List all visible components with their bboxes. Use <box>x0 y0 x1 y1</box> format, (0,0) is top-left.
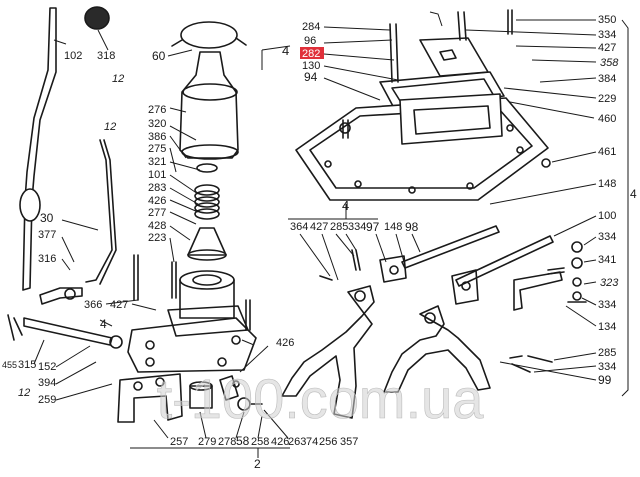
part-label: 130 <box>302 60 320 72</box>
part-label: 357 <box>340 436 358 448</box>
part-label: 334 <box>598 299 616 311</box>
lever-ball <box>19 188 41 222</box>
part-label: 315 <box>18 359 36 371</box>
part-label: 366 <box>84 299 102 311</box>
part-label: 257 <box>170 436 188 448</box>
part-labels: 102 318 12 60 276 320 12 386 275 321 101… <box>2 14 637 471</box>
part-label: 97 <box>366 220 380 234</box>
fork-linkage <box>39 287 83 305</box>
part-label: 263 <box>288 436 306 448</box>
part-label: 2 <box>254 457 261 471</box>
part-label: 259 <box>38 394 56 406</box>
part-label: 12 <box>112 73 124 85</box>
part-label: 358 <box>600 57 619 69</box>
part-label: 394 <box>38 377 56 389</box>
part-label: 223 <box>148 232 166 244</box>
part-label: 279 <box>198 436 216 448</box>
part-label: 426 <box>271 436 289 448</box>
part-label: 12 <box>104 121 116 133</box>
part-label: 350 <box>598 14 616 26</box>
part-label: 285 <box>330 221 348 233</box>
selector-rod-middle <box>455 235 554 287</box>
part-label: 386 <box>148 131 166 143</box>
part-label: 428 <box>148 220 166 232</box>
part-label: 229 <box>598 93 616 105</box>
part-label: 364 <box>290 221 308 233</box>
part-label: 426 <box>148 195 166 207</box>
shaft-lower <box>23 317 113 346</box>
gasket <box>379 71 505 109</box>
part-label: 284 <box>302 21 320 33</box>
part-label: 277 <box>148 207 166 219</box>
part-label: 275 <box>148 143 166 155</box>
link-rod <box>85 139 113 283</box>
selector-rod-upper <box>401 225 500 269</box>
part-label: 426 <box>276 337 294 349</box>
part-label: 4 <box>282 43 289 58</box>
part-label: 461 <box>598 146 616 158</box>
part-label: 134 <box>598 321 616 333</box>
part-label: 4 <box>342 198 349 213</box>
part-label: 377 <box>38 229 56 241</box>
part-label: 100 <box>598 210 616 222</box>
part-label: 334 <box>598 29 616 41</box>
part-label: 30 <box>40 211 54 225</box>
part-label: 152 <box>38 361 56 373</box>
part-label: 318 <box>97 50 115 62</box>
part-label: 12 <box>18 387 30 399</box>
gear-lever <box>22 7 57 291</box>
lever-knob <box>84 6 110 30</box>
coupling-parts <box>189 375 263 411</box>
part-label: 4 <box>100 317 107 331</box>
part-label: 384 <box>598 73 616 85</box>
part-label: 283 <box>148 182 166 194</box>
part-label: 60 <box>152 49 166 63</box>
shift-fork-left <box>281 285 375 419</box>
part-label: 334 <box>598 231 616 243</box>
part-label: 427 <box>598 42 616 54</box>
part-label: 148 <box>598 178 616 190</box>
leader-lines <box>33 11 629 458</box>
shift-fork-right <box>383 305 491 393</box>
right-assembly <box>281 9 587 419</box>
spring-stack <box>194 163 220 220</box>
part-label: 101 <box>148 169 166 181</box>
part-label: 334 <box>598 361 616 373</box>
left-assembly <box>7 6 263 423</box>
part-label: 148 <box>384 221 402 233</box>
part-label: 320 <box>148 118 166 130</box>
part-label: 256 <box>319 436 337 448</box>
part-label: 276 <box>148 104 166 116</box>
part-label: 74 <box>306 436 318 448</box>
watermark-text: t-100.com.ua <box>157 367 485 430</box>
part-label: 427 <box>110 299 128 311</box>
clamp-ring <box>180 21 238 49</box>
highlight-box <box>300 47 324 59</box>
base-plate <box>127 317 257 373</box>
part-label: 4 <box>630 187 637 201</box>
part-label: 278 <box>218 436 236 448</box>
part-label: 258 <box>251 436 269 448</box>
part-label-highlighted: 282 <box>302 48 320 60</box>
part-label: 99 <box>598 373 612 387</box>
part-label: 94 <box>304 70 318 84</box>
part-label: 460 <box>598 113 616 125</box>
part-label: 321 <box>148 156 166 168</box>
part-label: 323 <box>600 277 619 289</box>
part-label: 427 <box>310 221 328 233</box>
rubber-boot <box>179 51 239 159</box>
lower-bracket <box>117 373 183 423</box>
part-label: 58 <box>236 434 250 448</box>
part-label: 316 <box>38 253 56 265</box>
gate-plate <box>419 37 489 77</box>
part-label: 334 <box>348 221 366 233</box>
part-label: 285 <box>598 347 616 359</box>
part-label: 341 <box>598 254 616 266</box>
part-label: 96 <box>304 35 316 47</box>
part-label: 455 <box>2 360 17 370</box>
part-label: 102 <box>64 50 82 62</box>
part-label: 98 <box>405 220 419 234</box>
